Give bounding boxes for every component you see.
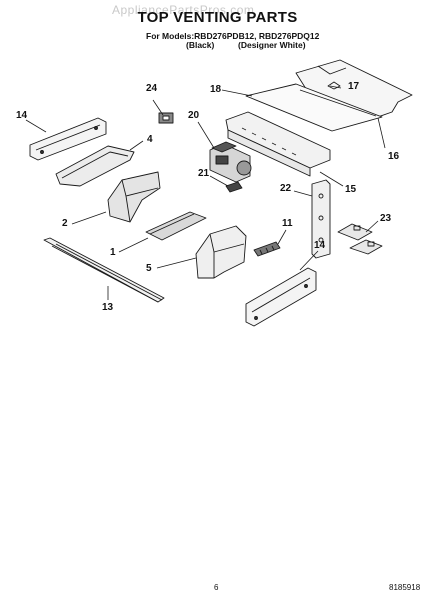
callout-21: 21	[198, 168, 210, 179]
leader-17	[329, 85, 342, 89]
part-11-terminal	[253, 241, 281, 257]
leader-5	[156, 257, 197, 269]
part-4-shelf	[55, 145, 135, 187]
part-14-lower-bracket	[245, 267, 317, 327]
part-1-plate	[145, 211, 207, 241]
callout-2: 2	[62, 218, 68, 229]
doc-number: 8185918	[389, 583, 421, 592]
callout-11: 11	[282, 218, 293, 229]
leader-21	[209, 175, 229, 187]
callout-1: 1	[110, 247, 116, 258]
callout-23: 23	[380, 213, 392, 224]
part-18-flat-panel	[245, 83, 383, 132]
leader-16	[377, 117, 386, 149]
part-5-duct-bracket	[195, 225, 247, 279]
part-15-vent-channel	[225, 111, 331, 177]
part-14-upper-bracket	[29, 117, 107, 161]
leader-2	[71, 211, 107, 225]
models-line: For Models:RBD276PDB12, RBD276PDQ12	[146, 31, 320, 41]
callout-14-upper: 14	[16, 110, 28, 121]
leader-14a	[25, 119, 47, 133]
callout-18: 18	[210, 84, 222, 95]
part-2-duct	[107, 171, 161, 223]
leader-14b	[299, 250, 319, 271]
leader-22	[293, 190, 313, 197]
leader-20	[197, 121, 215, 149]
part-13-long-rail	[43, 237, 165, 303]
leader-18	[221, 89, 253, 97]
variant-black: (Black)	[186, 40, 215, 50]
leader-1	[118, 237, 149, 253]
callout-20: 20	[188, 110, 200, 121]
callout-14-lower: 14	[314, 240, 326, 251]
part-22-vertical-bracket	[311, 179, 331, 259]
callout-22: 22	[280, 183, 292, 194]
variant-white: (Designer White)	[238, 40, 306, 50]
leader-4	[129, 140, 144, 151]
part-24-clip	[158, 112, 174, 124]
watermark: AppliancePartsPros.com	[112, 3, 255, 17]
part-21-connector	[225, 181, 243, 193]
callout-5: 5	[146, 263, 152, 274]
callout-4: 4	[147, 134, 153, 145]
leader-24	[152, 99, 164, 116]
callout-15: 15	[345, 184, 357, 195]
leader-15	[319, 171, 344, 187]
part-20-blower	[209, 141, 252, 183]
leader-23	[365, 220, 379, 233]
callout-17: 17	[348, 81, 360, 92]
callout-16: 16	[388, 151, 400, 162]
callout-13: 13	[102, 302, 114, 313]
part-23-clamp	[337, 223, 383, 255]
callout-24: 24	[146, 83, 158, 94]
page-title: TOP VENTING PARTS	[137, 9, 298, 26]
leader-11	[277, 229, 287, 245]
page-number: 6	[214, 583, 219, 592]
